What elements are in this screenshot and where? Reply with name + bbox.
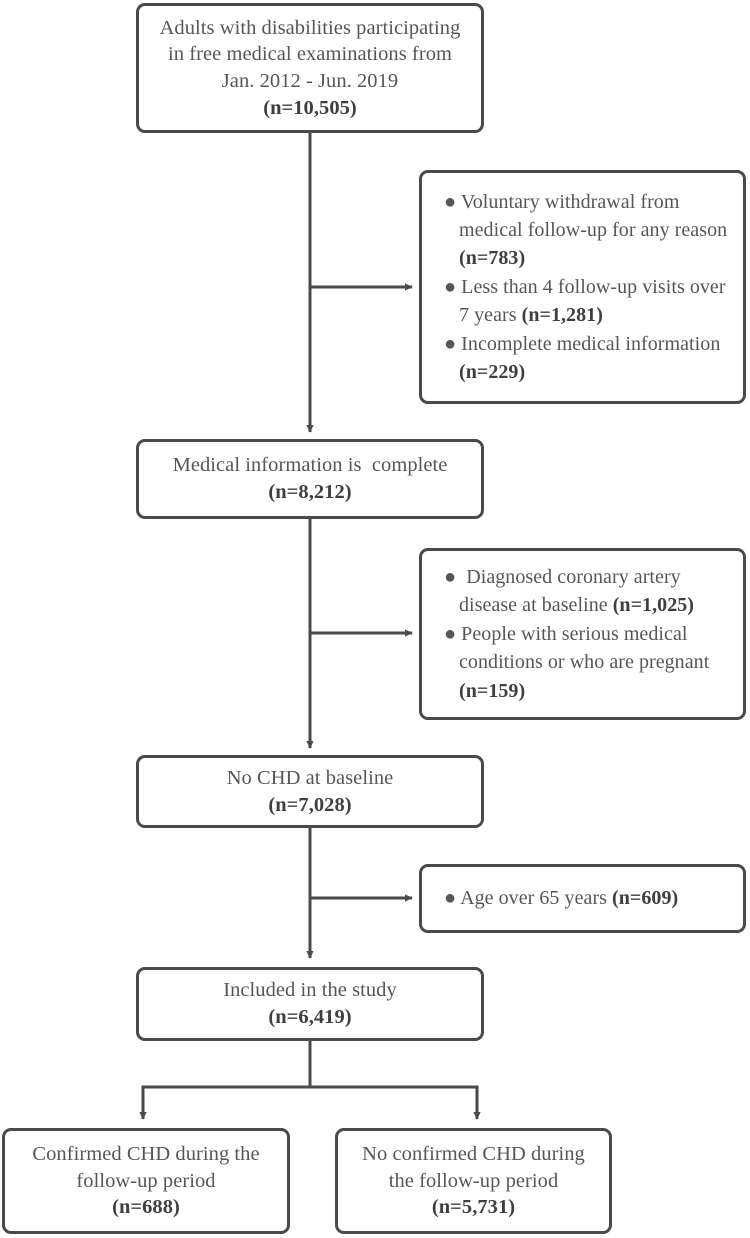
outcome-no-confirmed-chd-box: No confirmed CHD during the follow-up pe… — [335, 1128, 612, 1234]
exclusion-2-item-1: ● Diagnosed coronary artery disease at b… — [422, 563, 743, 620]
exclusion-3-item-1-text: ● Age over 65 years — [444, 887, 613, 910]
enrollment-line-2: in free medical examinations from — [168, 43, 452, 66]
exclusion-1-item-2-count: (n=1,281) — [521, 304, 603, 327]
exclusion-2-item-1-count: (n=1,025) — [612, 594, 695, 617]
nochd-line-1: No CHD at baseline — [226, 766, 394, 789]
exclusion-2-item-2: ● People with serious medical conditions… — [422, 620, 743, 705]
enrollment-box: Adults with disabilities participating i… — [136, 3, 484, 133]
exclusion-2-item-2-count: (n=159) — [459, 679, 526, 702]
outcome-confirmed-chd-box: Confirmed CHD during the follow-up perio… — [2, 1128, 290, 1234]
exclusion-1-item-1: ● Voluntary withdrawal from medical foll… — [422, 188, 743, 273]
outcome-nochd-line-1: No confirmed CHD during — [362, 1143, 585, 1166]
exclusion-box-3: ● Age over 65 years (n=609) — [419, 864, 746, 933]
exclusion-1-item-1-count: (n=783) — [459, 247, 526, 270]
exclusion-1-item-3-text: ● Incomplete medical information — [444, 332, 726, 355]
exclusion-2-item-2-text: ● People with serious medical conditions… — [444, 622, 715, 674]
outcome-chd-line-2: follow-up period — [76, 1169, 216, 1192]
no-chd-at-baseline-box: No CHD at baseline (n=7,028) — [136, 755, 484, 828]
included-count: (n=6,419) — [268, 1006, 352, 1028]
outcome-nochd-count: (n=5,731) — [431, 1196, 516, 1219]
exclusion-3-item-1: ● Age over 65 years (n=609) — [422, 884, 743, 912]
exclusion-box-1: ● Voluntary withdrawal from medical foll… — [419, 170, 746, 404]
enrollment-line-1: Adults with disabilities participating — [159, 16, 461, 39]
outcome-chd-count: (n=688) — [112, 1196, 180, 1219]
nochd-count: (n=7,028) — [268, 793, 352, 816]
enrollment-count: (n=10,505) — [263, 96, 357, 119]
complete-count: (n=8,212) — [268, 481, 352, 503]
exclusion-1-item-3: ● Incomplete medical information (n=229) — [422, 330, 743, 387]
exclusion-1-item-1-text: ● Voluntary withdrawal from medical foll… — [444, 190, 733, 242]
outcome-nochd-line-2: the follow-up period — [388, 1169, 559, 1192]
exclusion-1-item-2-text: ● Less than 4 follow-up visits over 7 ye… — [444, 275, 731, 327]
exclusion-2-item-1-text: ● Diagnosed coronary artery disease at b… — [444, 566, 686, 617]
medical-information-complete-box: Medical information is complete (n=8,212… — [136, 439, 484, 519]
exclusion-1-item-2: ● Less than 4 follow-up visits over 7 ye… — [422, 273, 743, 330]
exclusion-box-2: ● Diagnosed coronary artery disease at b… — [419, 548, 746, 720]
complete-line-1: Medical information is complete — [172, 454, 448, 477]
exclusion-3-item-1-count: (n=609) — [612, 887, 679, 910]
enrollment-line-3: Jan. 2012 - Jun. 2019 — [221, 70, 399, 92]
included-in-study-box: Included in the study (n=6,419) — [136, 967, 484, 1041]
exclusion-1-item-3-count: (n=229) — [459, 360, 526, 383]
included-line-1: Included in the study — [223, 979, 397, 1002]
outcome-chd-line-1: Confirmed CHD during the — [32, 1143, 260, 1166]
